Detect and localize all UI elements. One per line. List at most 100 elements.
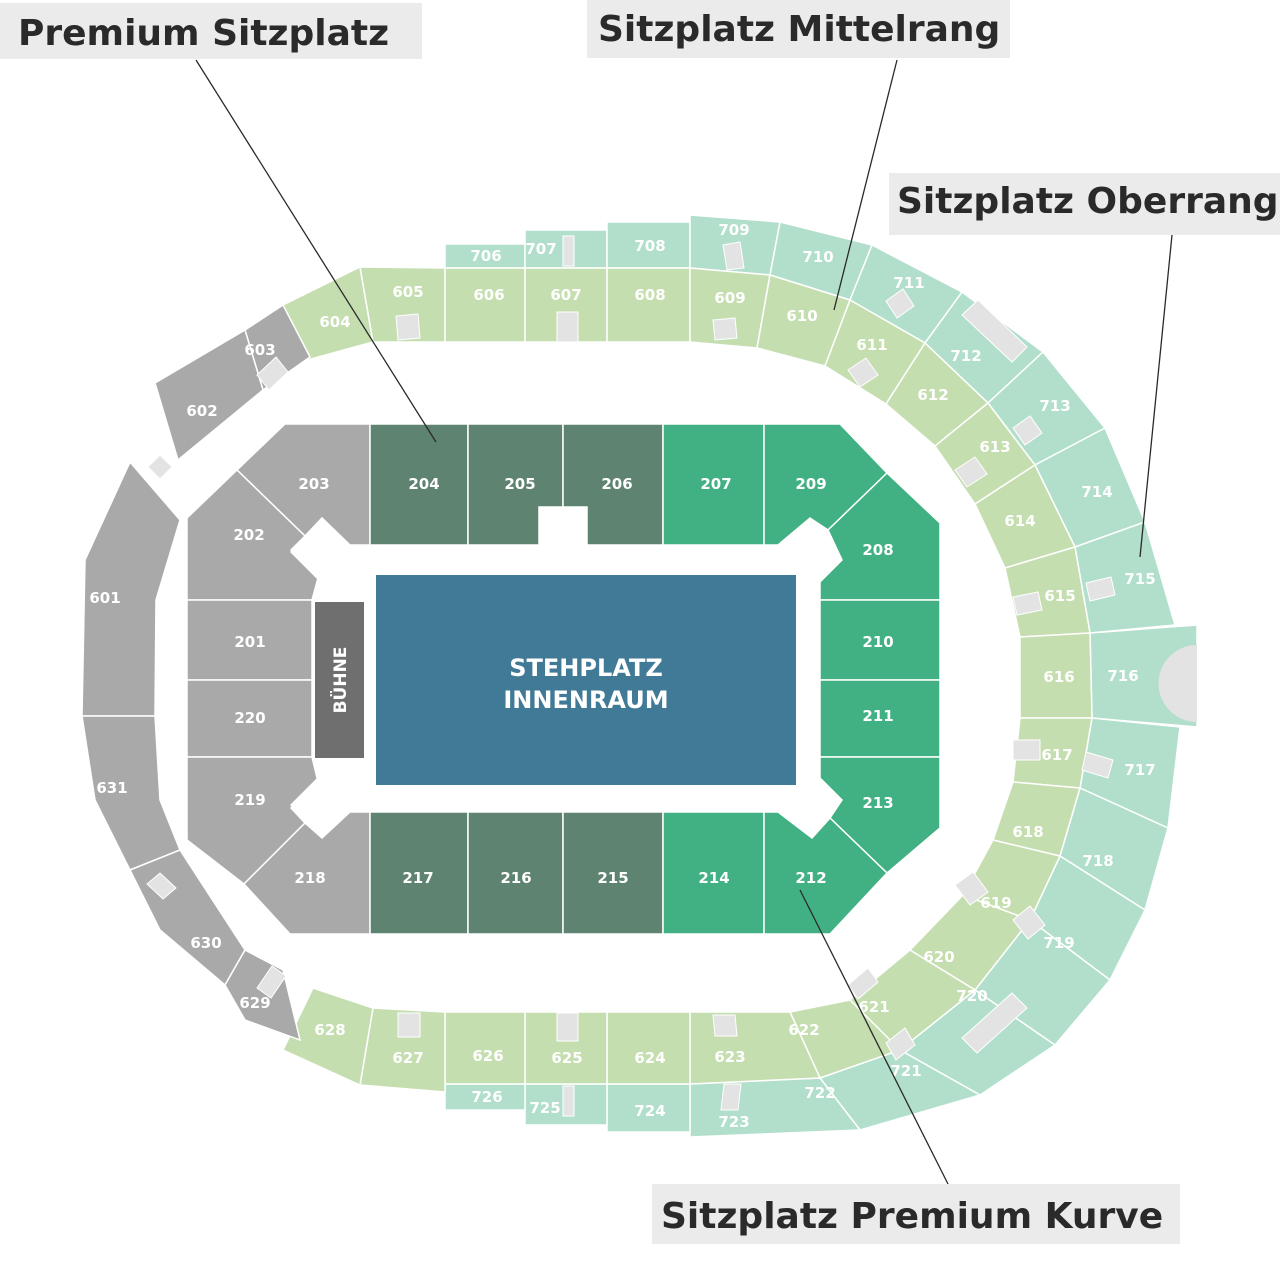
callout-oberrang: Sitzplatz Oberrang: [897, 181, 1279, 222]
section-label-622: 622: [788, 1021, 819, 1039]
section-208[interactable]: [819, 471, 941, 601]
entrance-marker-19: [954, 456, 988, 488]
section-label-205: 205: [504, 475, 535, 493]
section-label-216: 216: [500, 869, 531, 887]
section-602[interactable]: [154, 328, 264, 462]
entrance-marker-13: [562, 1085, 575, 1117]
callout-mittelrang: Sitzplatz Mittelrang: [598, 9, 1000, 50]
section-label-604: 604: [319, 313, 350, 331]
section-label-610: 610: [786, 307, 817, 325]
section-label-718: 718: [1082, 852, 1113, 870]
section-624[interactable]: [606, 1011, 691, 1085]
section-label-627: 627: [392, 1049, 423, 1067]
section-label-626: 626: [472, 1047, 503, 1065]
section-label-623: 623: [714, 1048, 745, 1066]
section-label-628: 628: [314, 1021, 345, 1039]
section-label-712: 712: [950, 347, 981, 365]
standing-floor-area[interactable]: [376, 575, 796, 785]
entrance-marker-3: [712, 317, 738, 341]
camera-platform-716: [1158, 645, 1197, 722]
section-label-715: 715: [1124, 570, 1155, 588]
section-628[interactable]: [281, 987, 374, 1087]
entrance-marker-18: [1012, 415, 1043, 446]
section-label-630: 630: [190, 934, 221, 952]
section-label-609: 609: [714, 289, 745, 307]
section-label-601: 601: [89, 589, 120, 607]
section-label-219: 219: [234, 791, 265, 809]
entrance-marker-14: [720, 1083, 742, 1111]
callout-box-premium-sitzplatz: [0, 3, 422, 59]
stage-block: [315, 602, 364, 758]
section-label-621: 621: [858, 998, 889, 1016]
section-label-603: 603: [244, 341, 275, 359]
section-label-617: 617: [1041, 746, 1072, 764]
inner-ring-sections: [81, 265, 1093, 1093]
leader-premium-kurve: [799, 889, 949, 1185]
section-label-706: 706: [470, 247, 501, 265]
section-label-716: 716: [1107, 667, 1138, 685]
section-219[interactable]: [186, 756, 319, 885]
section-label-625: 625: [551, 1049, 582, 1067]
section-label-605: 605: [392, 283, 423, 301]
section-label-608: 608: [634, 286, 665, 304]
entrance-marker-10: [397, 1012, 421, 1038]
section-label-714: 714: [1081, 483, 1112, 501]
section-label-711: 711: [893, 274, 924, 292]
leader-mittelrang: [833, 59, 898, 311]
section-label-606: 606: [473, 286, 504, 304]
section-218[interactable]: [242, 811, 371, 935]
section-label-201: 201: [234, 633, 265, 651]
floor-corridor-2: [778, 522, 838, 582]
lower-tier-sections: [186, 423, 941, 935]
section-label-707: 707: [525, 240, 556, 258]
section-label-710: 710: [802, 248, 833, 266]
entrance-marker-23: [1081, 751, 1114, 779]
section-label-602: 602: [186, 402, 217, 420]
section-label-719: 719: [1043, 934, 1074, 952]
entrance-markers: [146, 235, 1197, 1117]
section-label-212: 212: [795, 869, 826, 887]
section-212[interactable]: [763, 811, 889, 935]
entrance-marker-27: [885, 1027, 916, 1061]
section-label-709: 709: [718, 221, 749, 239]
section-label-613: 613: [979, 438, 1010, 456]
section-202[interactable]: [186, 468, 319, 601]
section-label-720: 720: [956, 987, 987, 1005]
section-label-202: 202: [233, 526, 264, 544]
section-label-218: 218: [294, 869, 325, 887]
floor-label-line1: STEHPLATZ: [509, 654, 663, 682]
callout-premium-kurve: Sitzplatz Premium Kurve: [661, 1196, 1163, 1237]
section-label-722: 722: [804, 1084, 835, 1102]
section-label-203: 203: [298, 475, 329, 493]
section-label-213: 213: [862, 794, 893, 812]
floor-corridor-1: [290, 522, 350, 582]
section-label-717: 717: [1124, 761, 1155, 779]
section-label-616: 616: [1043, 668, 1074, 686]
section-label-724: 724: [634, 1102, 665, 1120]
section-606[interactable]: [444, 267, 526, 343]
section-label-215: 215: [597, 869, 628, 887]
section-label-631: 631: [96, 779, 127, 797]
entrance-marker-16: [847, 357, 879, 388]
section-608[interactable]: [606, 267, 691, 343]
section-label-611: 611: [856, 336, 887, 354]
entrance-marker-5: [722, 241, 745, 271]
section-label-210: 210: [862, 633, 893, 651]
section-209[interactable]: [763, 423, 889, 546]
entrance-marker-25: [1012, 905, 1046, 940]
section-label-725: 725: [529, 1099, 560, 1117]
section-label-723: 723: [718, 1113, 749, 1131]
section-label-607: 607: [550, 286, 581, 304]
section-label-612: 612: [917, 386, 948, 404]
section-label-624: 624: [634, 1049, 665, 1067]
section-label-619: 619: [980, 894, 1011, 912]
entrance-marker-28: [961, 992, 1028, 1054]
entrance-marker-11: [556, 1012, 579, 1042]
section-label-217: 217: [402, 869, 433, 887]
entrance-marker-22: [1012, 739, 1041, 761]
leader-premium-sitzplatz: [195, 59, 437, 443]
entrance-marker-17: [961, 299, 1028, 363]
entrance-marker-8: [146, 872, 177, 900]
section-label-620: 620: [923, 948, 954, 966]
